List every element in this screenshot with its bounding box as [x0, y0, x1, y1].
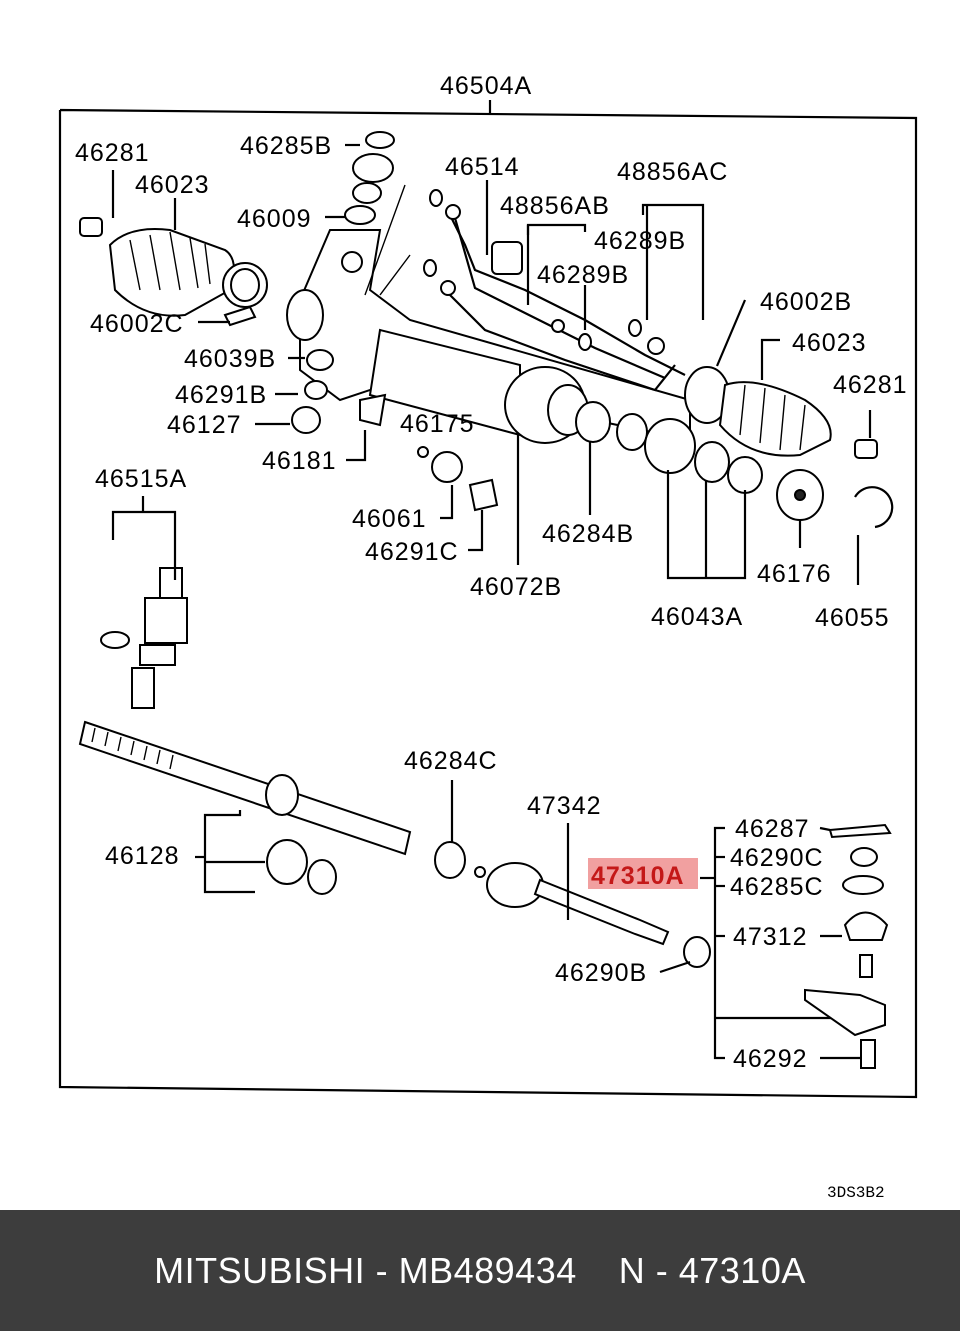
label-46002b: 46002B — [760, 288, 852, 316]
label-47342: 47342 — [527, 792, 602, 820]
label-46284b: 46284B — [542, 520, 634, 548]
pressure-pipes — [440, 204, 686, 392]
rack-housing — [286, 184, 691, 444]
label-46292: 46292 — [733, 1045, 808, 1073]
parts-diagram: 46504A — [58, 72, 918, 1202]
label-46023-left: 46023 — [135, 171, 210, 199]
label-46043a: 46043A — [651, 603, 743, 631]
label-46289b-mid: 46289B — [537, 261, 629, 289]
label-48856ac: 48856AC — [617, 158, 728, 186]
label-46281-right: 46281 — [833, 371, 908, 399]
label-46061: 46061 — [352, 505, 427, 533]
label-46291c: 46291C — [365, 538, 459, 566]
assembly-label: 46504A — [440, 72, 532, 100]
label-46176: 46176 — [757, 560, 832, 588]
label-46072b: 46072B — [470, 573, 562, 601]
label-46127: 46127 — [167, 411, 242, 439]
label-48856ab: 48856AB — [500, 192, 610, 220]
assembly-frame — [58, 108, 918, 1099]
footer-bar: MITSUBISHI - MB489434 N - 47310A — [0, 1210, 960, 1331]
label-46023-right: 46023 — [792, 329, 867, 357]
label-46514: 46514 — [445, 153, 520, 181]
label-46289b-top: 46289B — [594, 227, 686, 255]
right-boot-group — [684, 366, 878, 459]
label-47312: 47312 — [733, 923, 808, 951]
pinion-shaft — [100, 567, 188, 709]
rack-bar — [78, 720, 412, 895]
label-46290c: 46290C — [730, 844, 824, 872]
rack-seals — [575, 401, 894, 529]
label-46281-left: 46281 — [75, 139, 150, 167]
label-46285b: 46285B — [240, 132, 332, 160]
label-46287: 46287 — [735, 815, 810, 843]
left-small-parts — [291, 349, 499, 512]
label-46002c: 46002C — [90, 310, 184, 338]
label-46181: 46181 — [262, 447, 337, 475]
ring-46284c — [434, 841, 466, 879]
label-46175: 46175 — [400, 410, 475, 438]
label-46291b: 46291B — [175, 381, 267, 409]
tie-rod-end-parts — [804, 823, 892, 1069]
label-46039b: 46039B — [184, 345, 276, 373]
diagram-code: 3DS3B2 — [827, 1184, 885, 1202]
label-46128: 46128 — [105, 842, 180, 870]
nut-46290b — [683, 936, 711, 968]
label-47310a-highlighted: 47310A — [591, 862, 685, 890]
label-46284c: 46284C — [404, 747, 498, 775]
label-46285c: 46285C — [730, 873, 824, 901]
label-46055: 46055 — [815, 604, 890, 632]
left-boot-group — [79, 217, 268, 327]
label-46515a: 46515A — [95, 465, 187, 493]
label-46290b: 46290B — [555, 959, 647, 987]
top-seals — [344, 131, 443, 277]
footer-part-info: MITSUBISHI - MB489434 N - 47310A — [154, 1249, 806, 1291]
highlight-box-47310a — [588, 858, 698, 889]
label-46009: 46009 — [237, 205, 312, 233]
